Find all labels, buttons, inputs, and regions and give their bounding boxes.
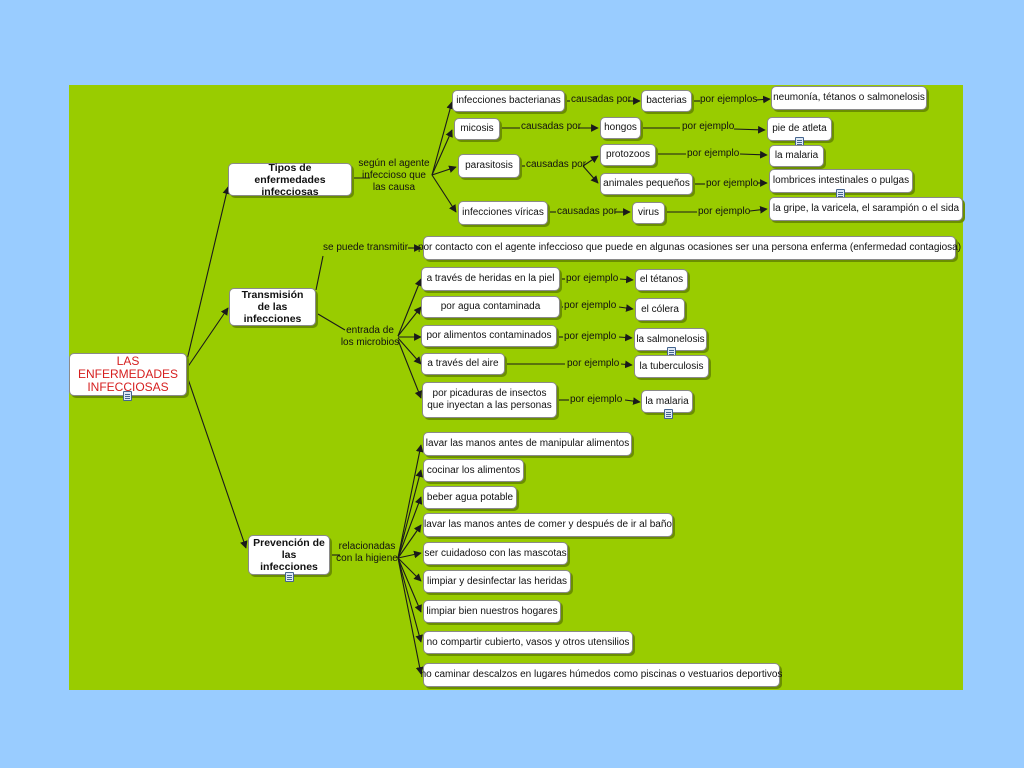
- node-agua[interactable]: por agua contaminada: [421, 296, 560, 318]
- prevencion-item[interactable]: limpiar bien nuestros hogares: [423, 600, 561, 623]
- node-infecciones-bacterianas[interactable]: infecciones bacterianas: [452, 90, 565, 112]
- node-aire[interactable]: a través del aire: [421, 353, 505, 375]
- node-aire-ejemplo[interactable]: la tuberculosis: [634, 355, 709, 378]
- node-protozoos[interactable]: protozoos: [600, 144, 656, 166]
- node-virus-ejemplo[interactable]: la gripe, la varicela, el sarampión o el…: [769, 197, 963, 221]
- link-label-por-ejemplo: por ejemplo: [682, 121, 735, 132]
- link-label-entrada: entrada de los microbios: [340, 325, 400, 348]
- node-animales-pequenos[interactable]: animales pequeños: [600, 173, 693, 195]
- link-label-por-ejemplo: por ejemplo: [687, 148, 740, 159]
- resource-icon[interactable]: [664, 409, 673, 419]
- node-bacterias[interactable]: bacterias: [641, 90, 692, 112]
- node-agua-ejemplo[interactable]: el cólera: [635, 298, 685, 321]
- node-virus[interactable]: virus: [632, 202, 665, 224]
- node-protozoos-ejemplo[interactable]: la malaria: [769, 145, 824, 167]
- resource-icon[interactable]: [285, 572, 294, 582]
- node-alimentos[interactable]: por alimentos contaminados: [421, 325, 557, 347]
- prevencion-item[interactable]: no compartir cubierto, vasos y otros ute…: [423, 631, 633, 654]
- link-label-por-ejemplo: por ejemplo: [567, 358, 620, 369]
- link-label-por-ejemplo: por ejemplo: [564, 300, 617, 311]
- prevencion-item[interactable]: no caminar descalzos en lugares húmedos …: [421, 663, 782, 687]
- link-label-transmitir: se puede transmitir: [323, 242, 409, 253]
- link-label-causadas-por: causadas por: [557, 206, 618, 217]
- prevencion-item[interactable]: beber agua potable: [423, 486, 517, 509]
- node-infecciones-viricas[interactable]: infecciones víricas: [458, 201, 548, 225]
- branch-prevencion[interactable]: Prevención de las infecciones: [248, 535, 330, 575]
- link-label-segun: según el agente infeccioso que las causa: [358, 158, 430, 193]
- prevencion-item[interactable]: cocinar los alimentos: [423, 459, 524, 482]
- prevencion-item[interactable]: ser cuidadoso con las mascotas: [423, 542, 568, 565]
- node-hongos[interactable]: hongos: [600, 117, 641, 139]
- node-heridas-ejemplo[interactable]: el tétanos: [635, 269, 688, 291]
- prevencion-item[interactable]: limpiar y desinfectar las heridas: [423, 570, 571, 593]
- prevencion-item[interactable]: lavar las manos antes de comer y después…: [423, 513, 673, 537]
- node-picaduras[interactable]: por picaduras de insectos que inyectan a…: [422, 382, 557, 418]
- link-label-causadas-por: causadas por: [521, 121, 582, 132]
- branch-tipos[interactable]: Tipos de enfermedades infecciosas: [228, 162, 352, 198]
- node-micosis[interactable]: micosis: [454, 118, 500, 140]
- link-label-por-ejemplos: por ejemplos: [700, 94, 758, 105]
- link-label-por-ejemplo: por ejemplo: [566, 273, 619, 284]
- link-label-causadas-por: causadas por: [571, 94, 632, 105]
- link-label-causadas-por: causadas por: [526, 159, 587, 170]
- link-label-higiene: relacionadas con la higiene: [336, 541, 398, 564]
- link-label-por-ejemplo: por ejemplo: [698, 206, 751, 217]
- node-parasitosis[interactable]: parasitosis: [458, 154, 520, 178]
- node-bacterias-ejemplos[interactable]: neumonía, tétanos o salmonelosis: [771, 86, 927, 110]
- resource-icon[interactable]: [123, 391, 132, 401]
- branch-transmision[interactable]: Transmisión de las infecciones: [229, 288, 316, 326]
- link-label-por-ejemplo: por ejemplo: [570, 394, 623, 405]
- link-label-por-ejemplo: por ejemplo: [564, 331, 617, 342]
- link-label-por-ejemplo: por ejemplo: [706, 178, 759, 189]
- root-node[interactable]: LAS ENFERMEDADES INFECCIOSAS: [69, 353, 187, 396]
- node-heridas[interactable]: a través de heridas en la piel: [421, 267, 560, 291]
- node-contacto[interactable]: por contacto con el agente infeccioso qu…: [418, 236, 961, 260]
- prevencion-item[interactable]: lavar las manos antes de manipular alime…: [423, 432, 632, 456]
